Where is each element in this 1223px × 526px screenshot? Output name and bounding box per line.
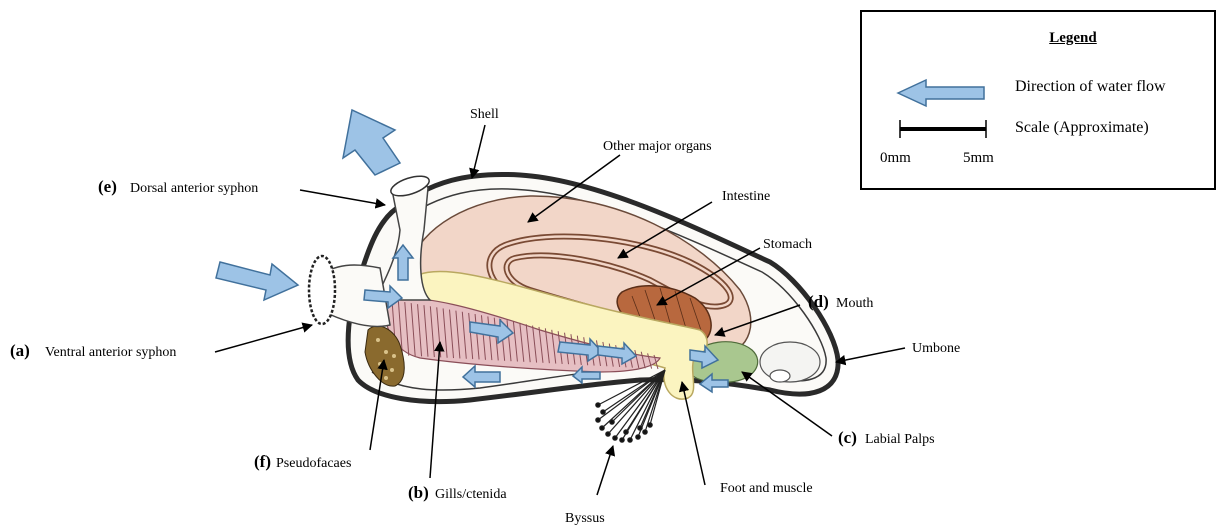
label-mouth: Mouth xyxy=(836,296,873,311)
legend-scale-start: 0mm xyxy=(880,150,911,167)
label-dorsal-letter: (e) xyxy=(98,177,117,196)
label-intestine: Intestine xyxy=(722,189,770,204)
legend-flow-arrow-icon xyxy=(896,78,988,108)
leader-umbone xyxy=(836,348,905,362)
label-stomach: Stomach xyxy=(763,237,812,252)
label-gills: Gills/ctenida xyxy=(435,487,507,502)
leader-byssus xyxy=(597,446,613,495)
legend-scale-end: 5mm xyxy=(963,150,994,167)
legend-box: Legend Direction of water flow Scale (Ap… xyxy=(860,10,1216,190)
label-labial: Labial Palps xyxy=(865,432,935,447)
byssus-thread-end xyxy=(601,410,605,414)
byssus-thread-end xyxy=(596,418,600,422)
label-shell: Shell xyxy=(470,107,499,122)
label-dorsal: Dorsal anterior syphon xyxy=(130,181,258,196)
label-pseudo-letter: (f) xyxy=(254,452,271,471)
byssus-thread-end xyxy=(610,420,614,424)
byssus-thread-end xyxy=(624,430,628,434)
byssus-thread-end xyxy=(613,436,617,440)
byssus-thread-end xyxy=(638,426,642,430)
legend-flow-label: Direction of water flow xyxy=(1015,78,1166,96)
byssus-thread-end xyxy=(600,426,604,430)
ventral-syphon-opening xyxy=(309,256,335,324)
byssus-thread-end xyxy=(643,430,647,434)
label-ventral: Ventral anterior syphon xyxy=(45,345,176,360)
flow-arrow-out-large xyxy=(343,110,400,175)
label-mouth-letter: (d) xyxy=(808,292,829,311)
label-labial-letter: (c) xyxy=(838,428,857,447)
legend-scale-bar xyxy=(898,118,990,140)
label-pseudo: Pseudofacaes xyxy=(276,456,351,471)
byssus-thread-end xyxy=(648,423,652,427)
leader-shell xyxy=(472,125,485,178)
byssus-thread-end xyxy=(628,438,632,442)
byssus-thread-end xyxy=(636,435,640,439)
byssus-thread-end xyxy=(596,403,600,407)
umbone-detail xyxy=(770,370,790,382)
label-ventral-letter: (a) xyxy=(10,341,30,360)
flow-arrow-in-large xyxy=(216,262,298,300)
label-foot: Foot and muscle xyxy=(720,481,813,496)
leader-ventral xyxy=(215,325,312,352)
label-umbone: Umbone xyxy=(912,341,960,356)
byssus-thread-end xyxy=(606,432,610,436)
leader-dorsal xyxy=(300,190,385,205)
label-other-organs: Other major organs xyxy=(603,139,712,154)
legend-title: Legend xyxy=(862,30,1214,47)
legend-scale-label: Scale (Approximate) xyxy=(1015,119,1149,137)
leader-foot xyxy=(682,382,705,485)
label-gills-letter: (b) xyxy=(408,483,429,502)
byssus-thread-end xyxy=(620,438,624,442)
label-byssus: Byssus xyxy=(565,511,605,526)
